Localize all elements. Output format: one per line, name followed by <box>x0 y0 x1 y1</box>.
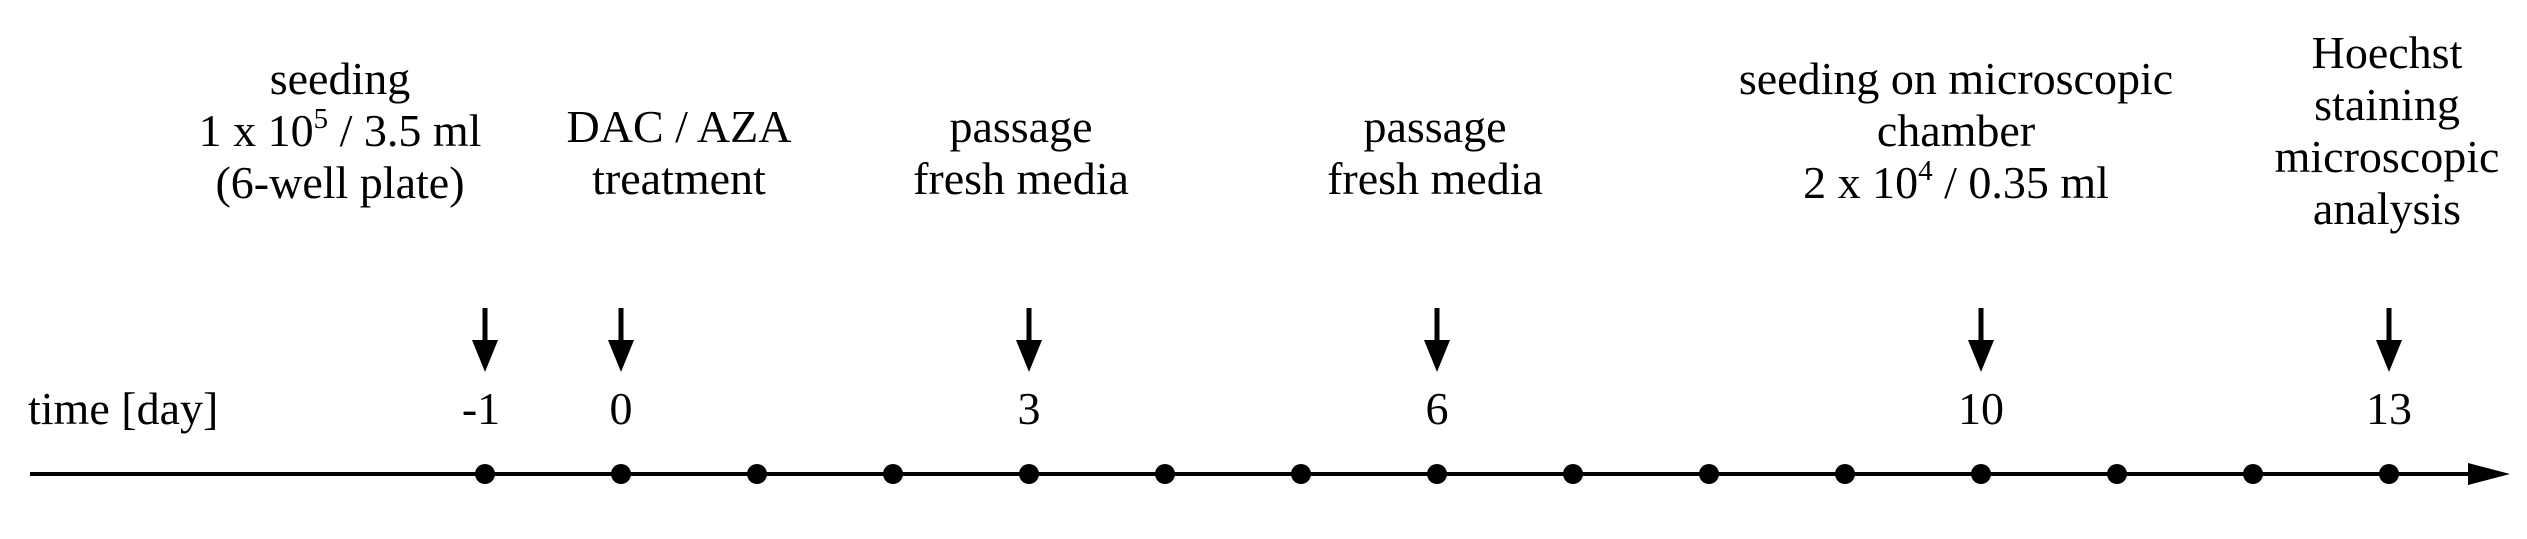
event-line: fresh media <box>1327 153 1543 204</box>
event-label-hoechst-staining: Hoechst staining microscopic analysis <box>2275 27 2500 235</box>
down-arrow-icon <box>2376 308 2402 372</box>
time-axis-arrowhead <box>2468 463 2510 485</box>
day-marker-dot <box>747 464 767 484</box>
day-marker-dot <box>2243 464 2263 484</box>
day-marker-dot <box>1427 464 1447 484</box>
down-arrow-icon <box>472 308 498 372</box>
time-axis <box>30 463 2510 485</box>
day-marker-dot <box>2107 464 2127 484</box>
event-line: passage <box>1363 101 1507 152</box>
day-marker-dot <box>1155 464 1175 484</box>
day-markers <box>475 464 2399 484</box>
day-marker-dot <box>475 464 495 484</box>
event-line: passage <box>949 101 1093 152</box>
event-line: treatment <box>592 153 766 204</box>
time-axis-label: time [day] <box>28 383 219 434</box>
event-line: 2 x 104 / 0.35 ml <box>1803 154 2109 208</box>
event-line: seeding <box>269 53 411 104</box>
day-marker-dot <box>611 464 631 484</box>
event-line: analysis <box>2312 183 2462 234</box>
day-marker-dot <box>1019 464 1039 484</box>
down-arrow-icon <box>608 308 634 372</box>
event-line: 1 x 105 / 3.5 ml <box>198 102 482 156</box>
exponent: 5 <box>313 102 329 135</box>
day-label: 13 <box>2366 383 2412 434</box>
day-marker-dot <box>1699 464 1719 484</box>
event-label-seeding: seeding 1 x 105 / 3.5 ml (6-well plate) <box>199 53 482 209</box>
day-marker-dot <box>1835 464 1855 484</box>
day-marker-dot <box>2379 464 2399 484</box>
event-line: (6-well plate) <box>215 157 465 208</box>
day-marker-dot <box>1971 464 1991 484</box>
event-line: staining <box>2314 79 2460 130</box>
day-label: -1 <box>461 383 501 434</box>
day-label: 10 <box>1958 383 2004 434</box>
exponent: 4 <box>1918 154 1933 187</box>
event-label-dac-aza-treatment: DAC / AZA treatment <box>567 101 792 205</box>
day-label: 3 <box>1017 383 1041 434</box>
event-line: microscopic <box>2274 131 2500 182</box>
day-marker-dot <box>1563 464 1583 484</box>
day-label: 6 <box>1425 383 1449 434</box>
day-marker-dot <box>1291 464 1311 484</box>
event-arrows <box>472 308 2402 372</box>
day-label: 0 <box>609 383 633 434</box>
event-line: Hoechst <box>2311 27 2463 78</box>
event-label-passage-day6: passage fresh media <box>1327 101 1543 205</box>
down-arrow-icon <box>1424 308 1450 372</box>
event-line: fresh media <box>913 153 1129 204</box>
event-label-seeding-microscopic-chamber: seeding on microscopic chamber 2 x 104 /… <box>1739 53 2173 209</box>
down-arrow-icon <box>1016 308 1042 372</box>
event-label-passage-day3: passage fresh media <box>913 101 1129 205</box>
event-line: DAC / AZA <box>566 101 792 152</box>
event-line: seeding on microscopic <box>1738 53 2174 104</box>
day-marker-dot <box>883 464 903 484</box>
down-arrow-icon <box>1968 308 1994 372</box>
event-line: chamber <box>1876 105 2036 156</box>
